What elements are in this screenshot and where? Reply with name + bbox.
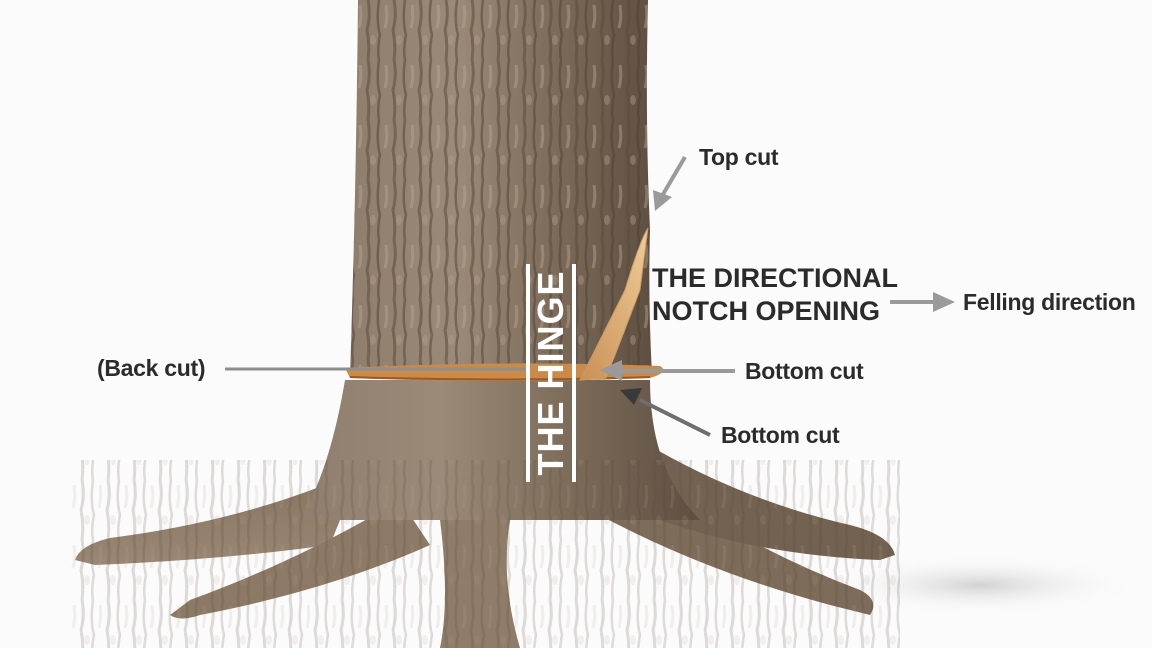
directional-notch-label: THE DIRECTIONAL NOTCH OPENING	[652, 262, 898, 328]
directional-notch-label-line1: THE DIRECTIONAL	[652, 263, 898, 293]
top-cut-arrow	[653, 155, 687, 211]
tree-roots	[70, 380, 900, 648]
felling-direction-label: Felling direction	[963, 289, 1136, 315]
back-cut-label: (Back cut)	[97, 355, 206, 381]
bottom-cut-label-1: Bottom cut	[745, 358, 864, 384]
top-cut-label: Top cut	[699, 144, 779, 170]
felling-direction-arrow	[890, 292, 955, 312]
hinge-label: THE HINGE	[530, 270, 571, 476]
directional-notch	[579, 227, 649, 381]
bottom-cut-label-2: Bottom cut	[721, 422, 840, 448]
bottom-cut-arrow-2	[620, 388, 711, 437]
hinge-marker: THE HINGE	[526, 264, 576, 482]
directional-notch-label-line2: NOTCH OPENING	[652, 296, 881, 326]
back-cut-edge	[349, 376, 651, 381]
tree-trunk	[350, 0, 652, 375]
bottom-cut-arrow-1	[600, 360, 735, 381]
